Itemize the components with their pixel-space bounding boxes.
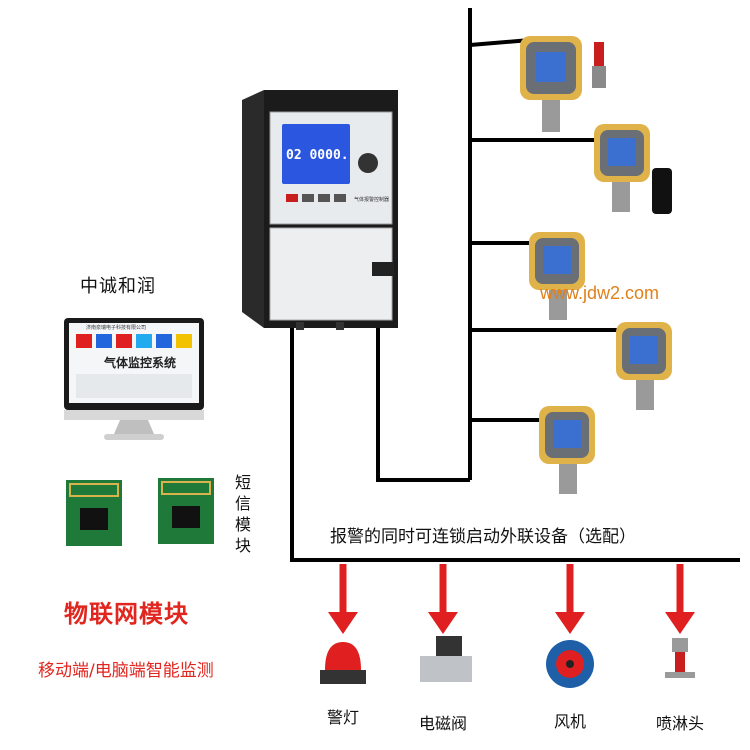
output-fan: 风机 [525,560,615,745]
output-label-alarm-lamp: 警灯 [326,708,359,727]
sms-module-label: 短信模块 [234,473,251,555]
output-sprinkler: 喷淋头 [635,560,725,745]
gas-detector-4 [612,318,692,422]
gas-detector-3 [525,228,605,332]
iot-chip-2 [158,478,214,548]
branch-line-1 [469,38,531,47]
gas-detector-1 [512,28,622,142]
gas-detector-2 [590,120,700,224]
controller-bus-wire [376,300,470,482]
controller-display-digits: 02 0000. [286,148,349,163]
remote-control-icon [652,168,672,214]
output-solenoid-valve: 电磁阀 [398,560,488,745]
website-label: www.jdw2.com [540,283,660,303]
interlock-note: 报警的同时可连锁启动外联设备（选配） [330,527,636,547]
iot-chip-1 [66,480,122,550]
monitor-system-title: 气体监控系统 [104,356,177,370]
gas-detector-5 [535,402,615,506]
output-label-sprinkler: 喷淋头 [655,714,704,733]
mobile-pc-label: 移动端/电脑端智能监测 [38,661,214,681]
pc-monitor: 济南泉瑞电子科技有限公司 气体监控系统 [64,318,204,443]
controller-panel-caption: 气体报警控制器 [354,197,390,203]
controller-lcd [282,124,350,184]
iot-module-label: 物联网模块 [64,600,189,628]
output-label-solenoid-valve: 电磁阀 [418,714,467,733]
sprinkler-icon [665,638,695,678]
output-label-fan: 风机 [553,712,586,731]
output-alarm-lamp: 警灯 [298,560,388,745]
brand-label: 中诚和润 [80,276,156,297]
fan-icon [546,640,594,688]
alarm-lamp-icon [325,642,361,670]
controller-cabinet-graphic [242,90,398,330]
gas-alarm-controller: 02 0000. 气体报警控制器 [236,90,406,335]
alarm-beacon-icon [594,42,604,68]
output-bus-wire [290,320,740,562]
monitor-company-header: 济南泉瑞电子科技有限公司 [86,325,147,331]
solenoid-valve-icon [420,636,472,682]
